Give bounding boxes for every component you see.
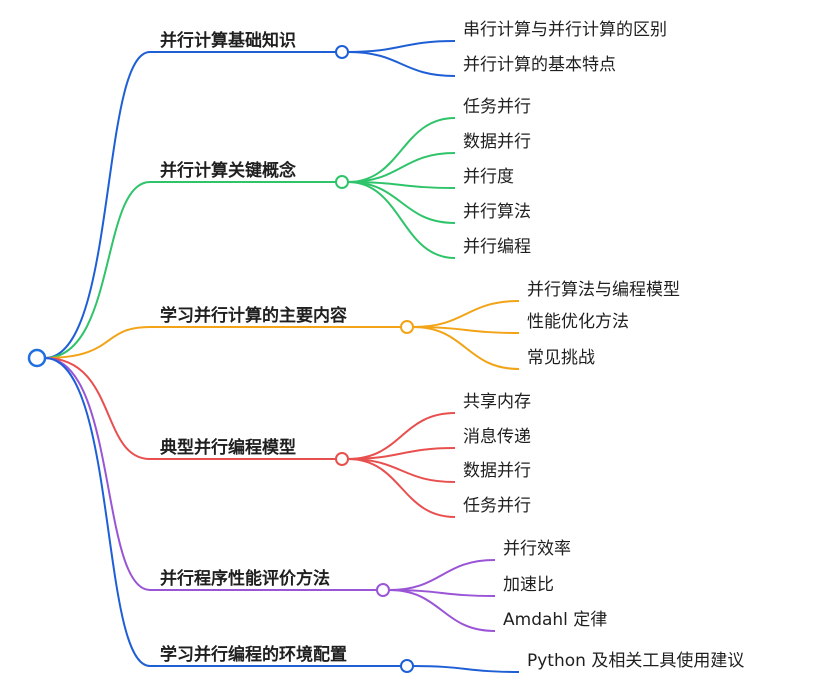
branch-label: 学习并行编程的环境配置 [160, 644, 347, 665]
root-branch-link [44, 357, 151, 591]
root-node-icon[interactable] [27, 348, 47, 368]
leaf-node[interactable]: 性能优化方法 [527, 312, 629, 332]
branch-label: 学习并行计算的主要内容 [160, 305, 347, 326]
leaf-node[interactable]: 常见挑战 [527, 348, 595, 368]
branch-node[interactable]: 并行计算关键概念 [160, 160, 349, 189]
collapse-toggle-icon[interactable] [335, 45, 349, 59]
branch-node[interactable]: 并行程序性能评价方法 [160, 568, 390, 597]
branch-node[interactable]: 典型并行编程模型 [160, 437, 349, 466]
leaf-link [347, 181, 456, 224]
root-branch-link [44, 357, 151, 667]
collapse-toggle-icon[interactable] [400, 659, 414, 673]
leaf-link [347, 181, 456, 259]
leaf-node[interactable]: 任务并行 [463, 496, 531, 516]
root-branch-link [44, 51, 151, 359]
nodes-layer: 并行计算基础知识串行计算与并行计算的区别并行计算的基本特点并行计算关键概念任务并… [27, 20, 744, 673]
leaf-node[interactable]: 并行算法 [463, 202, 531, 222]
leaf-node[interactable]: 串行计算与并行计算的区别 [463, 20, 667, 40]
leaf-link [347, 412, 456, 460]
leaf-node[interactable]: 并行计算的基本特点 [463, 55, 616, 75]
leaf-link [412, 326, 520, 370]
branch-label: 并行计算基础知识 [160, 30, 296, 51]
leaf-link [347, 447, 456, 460]
leaf-link [388, 589, 496, 632]
branch-node[interactable]: 学习并行计算的主要内容 [160, 305, 414, 334]
links-layer [44, 40, 520, 673]
leaf-link [347, 458, 456, 483]
leaf-link [412, 326, 520, 334]
collapse-toggle-icon[interactable] [400, 320, 414, 334]
leaf-link [347, 51, 456, 77]
leaf-link [347, 117, 456, 183]
leaf-link [347, 152, 456, 183]
leaf-link [412, 665, 520, 673]
leaf-node[interactable]: 并行算法与编程模型 [527, 280, 680, 300]
root-branch-link [44, 326, 151, 359]
leaf-link [388, 559, 496, 591]
branch-node[interactable]: 并行计算基础知识 [160, 30, 349, 59]
leaf-node[interactable]: Python 及相关工具使用建议 [527, 650, 744, 671]
leaf-link [412, 300, 520, 328]
leaf-link [347, 40, 456, 53]
collapse-toggle-icon[interactable] [376, 583, 390, 597]
branch-label: 并行程序性能评价方法 [160, 568, 330, 589]
leaf-node[interactable]: 数据并行 [463, 461, 531, 481]
leaf-node[interactable]: 共享内存 [463, 392, 531, 412]
branch-label: 并行计算关键概念 [160, 160, 296, 181]
leaf-node[interactable]: 任务并行 [463, 97, 531, 117]
leaf-node[interactable]: 消息传递 [463, 427, 531, 447]
branch-node[interactable]: 学习并行编程的环境配置 [160, 644, 414, 673]
collapse-toggle-icon[interactable] [335, 175, 349, 189]
root-branch-link [44, 181, 151, 359]
leaf-link [347, 458, 456, 518]
leaf-link [347, 181, 456, 189]
leaf-node[interactable]: 加速比 [503, 575, 554, 595]
leaf-node[interactable]: 并行效率 [503, 539, 571, 559]
leaf-node[interactable]: 并行编程 [463, 237, 531, 257]
root-branch-link [44, 357, 151, 460]
collapse-toggle-icon[interactable] [335, 452, 349, 466]
leaf-node[interactable]: 数据并行 [463, 132, 531, 152]
leaf-node[interactable]: 并行度 [463, 167, 514, 187]
leaf-link [388, 589, 496, 597]
leaf-node[interactable]: Amdahl 定律 [503, 610, 607, 630]
branch-label: 典型并行编程模型 [160, 437, 296, 458]
